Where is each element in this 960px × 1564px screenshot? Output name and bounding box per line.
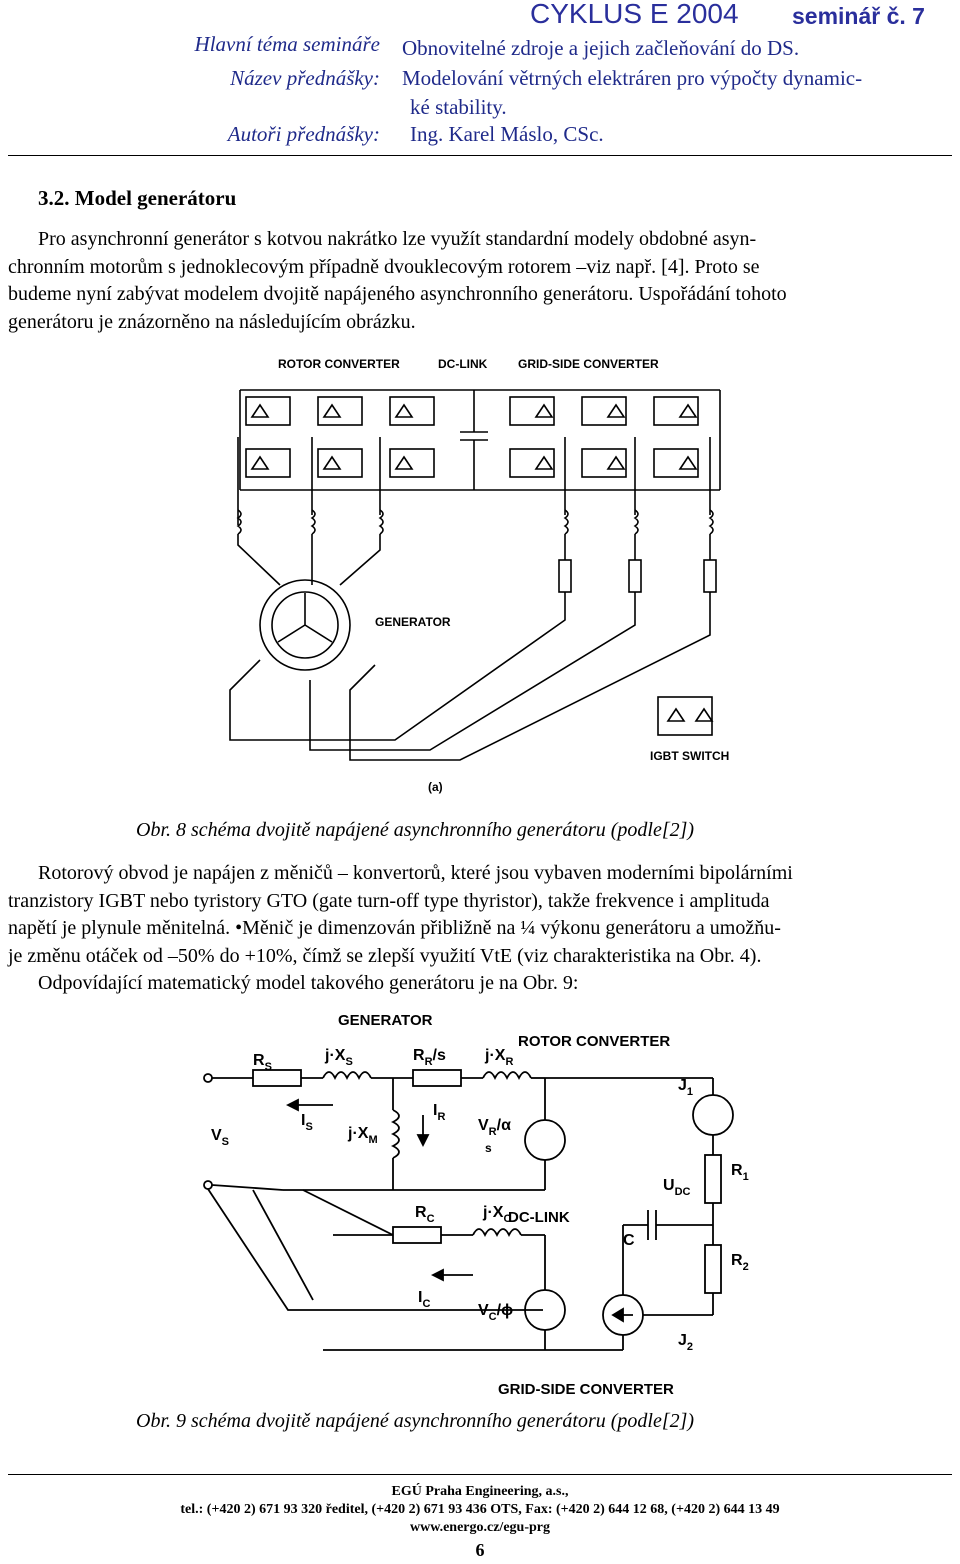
fig2-jxs-label: j·XS — [324, 1047, 353, 1068]
figure-1-caption: Obr. 8 schéma dvojitě napájené asynchron… — [136, 819, 695, 841]
footer-web[interactable]: www.energo.cz/egu-prg — [410, 1520, 550, 1535]
fig2-vs-label: VS — [211, 1127, 229, 1148]
fig2-vr-den: s — [485, 1141, 492, 1155]
footer-company: EGÚ Praha Engineering, a.s., — [391, 1484, 569, 1499]
header-lecture-value-cont: ké stability. — [410, 95, 507, 119]
fig1-grid-side-label: GRID-SIDE CONVERTER — [518, 357, 659, 371]
fig2-is-label: IS — [301, 1112, 313, 1133]
fig1-tag: (a) — [428, 780, 443, 794]
header-author-label: Autoři přednášky: — [227, 122, 380, 146]
header-lecture-value: Modelování větrných elektráren pro výpoč… — [402, 66, 863, 90]
fig2-vc-label: VC/ϕ — [478, 1302, 513, 1323]
fig2-ir-label: IR — [433, 1102, 445, 1123]
body-line-3: napětí je plynule měnitelná. •Měnič je d… — [8, 917, 781, 939]
fig2-ic-label: IC — [418, 1289, 430, 1310]
fig2-rc-label: RC — [415, 1204, 435, 1225]
fig2-vr-label: VR/α — [478, 1117, 511, 1138]
fig2-j1-label: J1 — [678, 1077, 693, 1098]
figure-2-diagram: GENERATOR ROTOR CONVERTER DC-LINK GRID-S… — [193, 1010, 768, 1398]
intro-line-2: chronním motorům s jednoklecovým případn… — [8, 255, 760, 278]
figure-1-diagram: ROTOR CONVERTER DC-LINK GRID-SIDE CONVER… — [220, 345, 740, 805]
cyklus-label: CYKLUS E 2004 — [530, 0, 739, 29]
fig2-c-label: C — [623, 1232, 635, 1249]
header-topic-value: Obnovitelné zdroje a jejich začleňování … — [402, 36, 800, 60]
header-rule — [8, 155, 952, 156]
footer-contacts: tel.: (+420 2) 671 93 320 ředitel, (+420… — [180, 1502, 780, 1517]
fig1-dc-link-label: DC-LINK — [438, 357, 488, 371]
fig2-rs-label: RS — [253, 1052, 272, 1073]
fig2-jxm-label: j·XM — [347, 1125, 378, 1146]
intro-line-1: Pro asynchronní generátor s kotvou nakrá… — [38, 228, 757, 250]
header-topic-label: Hlavní téma semináře — [194, 32, 380, 56]
fig2-grid-side-label: GRID-SIDE CONVERTER — [498, 1381, 674, 1398]
fig2-jxc-label: j·XC — [482, 1204, 511, 1225]
fig2-dc-link-label: DC-LINK — [508, 1209, 570, 1226]
fig2-circuit — [203, 1069, 734, 1351]
figure-2-caption: Obr. 9 schéma dvojitě napájené asynchron… — [136, 1410, 695, 1432]
intro-line-3: budeme nyní zabývat modelem dvojitě napá… — [8, 283, 787, 305]
section-heading: 3.2. Model generátoru — [38, 186, 237, 210]
fig1-igbt-switch-label: IGBT SWITCH — [650, 749, 729, 763]
seminar-number: seminář č. 7 — [792, 3, 925, 30]
body-line-1: Rotorový obvod je napájen z měničů – kon… — [38, 862, 793, 884]
fig1-generator-label: GENERATOR — [375, 615, 451, 629]
fig2-r2-label: R2 — [731, 1252, 749, 1273]
fig2-generator-label: GENERATOR — [338, 1012, 433, 1029]
fig2-udc-label: UDC — [663, 1177, 691, 1198]
header-lecture-label: Název přednášky: — [230, 66, 380, 90]
body-paragraph: Rotorový obvod je napájen z měničů – kon… — [8, 860, 952, 998]
intro-line-4: generátoru je znázorněno na následujícím… — [8, 310, 416, 333]
body-line-4: je změnu otáček od –50% do +10%, čímž se… — [8, 944, 762, 967]
header-author-value: Ing. Karel Máslo, CSc. — [410, 122, 604, 146]
fig2-rotor-converter-label: ROTOR CONVERTER — [518, 1033, 670, 1050]
fig1-rotor-converter-label: ROTOR CONVERTER — [278, 357, 400, 371]
body-line-2: tranzistory IGBT nebo tyristory GTO (gat… — [8, 889, 770, 912]
fig2-rr-label: RR/s — [413, 1047, 446, 1068]
seminar-label: seminář č. 7 — [792, 3, 925, 29]
footer-rule — [8, 1474, 952, 1475]
cyklus-title: CYKLUS E 2004 — [530, 0, 739, 30]
page-number: 6 — [475, 1540, 485, 1560]
intro-paragraph: Pro asynchronní generátor s kotvou nakrá… — [8, 226, 952, 336]
fig2-r1-label: R1 — [731, 1162, 749, 1183]
fig2-j2-label: J2 — [678, 1332, 693, 1353]
fig1-converter-bridges — [229, 389, 721, 761]
fig2-jxr-label: j·XR — [484, 1047, 513, 1068]
body-line-5: Odpovídající matematický model takového … — [38, 972, 579, 994]
